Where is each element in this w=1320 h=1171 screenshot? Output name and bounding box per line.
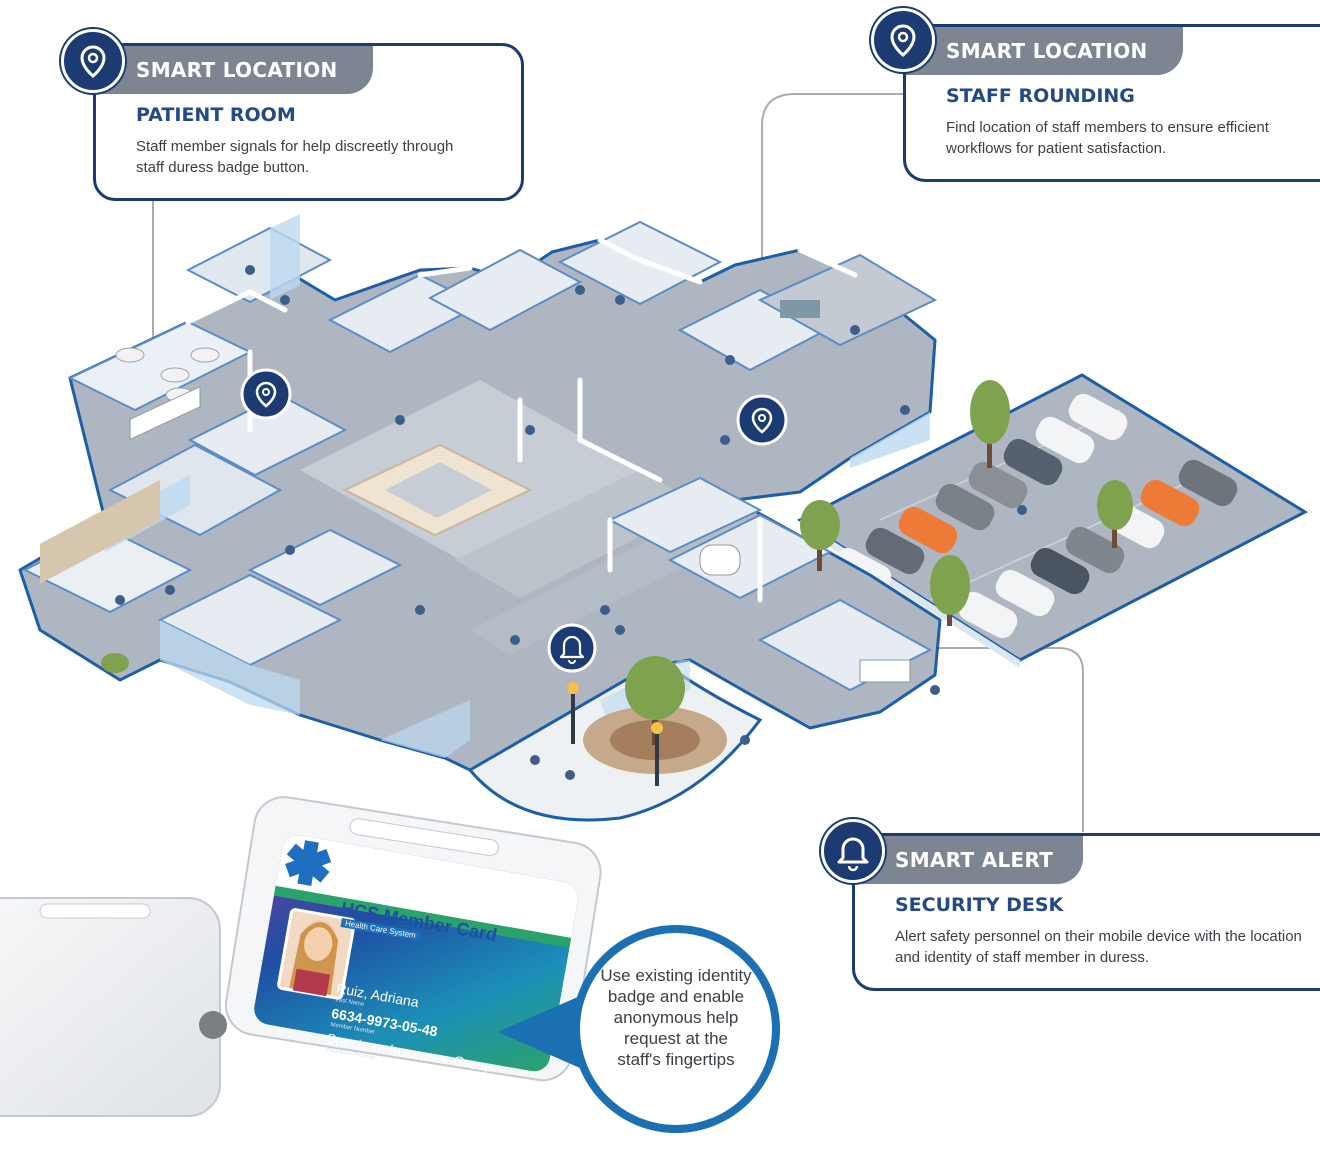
security-desk-marker[interactable] xyxy=(547,623,597,673)
star-of-life-icon xyxy=(285,840,332,886)
building-floor xyxy=(18,214,942,822)
badge-message-text: Use existing identity badge and enable a… xyxy=(600,966,752,1069)
patient-room-marker[interactable] xyxy=(240,368,292,420)
circle-pointer xyxy=(498,996,580,1068)
callout-tag: SMART LOCATION xyxy=(906,27,1183,75)
trees xyxy=(101,380,1133,673)
callout-security-desk: SMART ALERT SECURITY DESK Alert safety p… xyxy=(852,833,1320,991)
callout-tag: SMART LOCATION xyxy=(96,46,373,94)
courtyard-plaza xyxy=(567,656,727,786)
parked-cars xyxy=(832,393,1238,639)
location-pin-icon xyxy=(871,8,935,72)
callout-description: Staff member signals for help discreetly… xyxy=(136,138,454,176)
staff-rounding-marker[interactable] xyxy=(736,394,788,446)
callout-title: SECURITY DESK xyxy=(895,894,1064,916)
badge-holder-back xyxy=(0,897,227,1117)
callout-title: STAFF ROUNDING xyxy=(946,85,1135,107)
callout-title: PATIENT ROOM xyxy=(136,104,296,126)
callout-tag: SMART ALERT xyxy=(855,836,1083,884)
bell-icon xyxy=(821,819,885,883)
badge-message-bubble: Use existing identity badge and enable a… xyxy=(572,925,780,1133)
callout-staff-rounding: SMART LOCATION STAFF ROUNDING Find locat… xyxy=(903,24,1320,182)
callout-description: Alert safety personnel on their mobile d… xyxy=(895,928,1302,966)
callout-description: Find location of staff members to ensure… xyxy=(946,119,1269,157)
room-furniture xyxy=(40,300,911,683)
location-pin-icon xyxy=(61,29,125,93)
id-card xyxy=(254,835,578,1072)
callout-patient-room: SMART LOCATION PATIENT ROOM Staff member… xyxy=(93,43,524,201)
